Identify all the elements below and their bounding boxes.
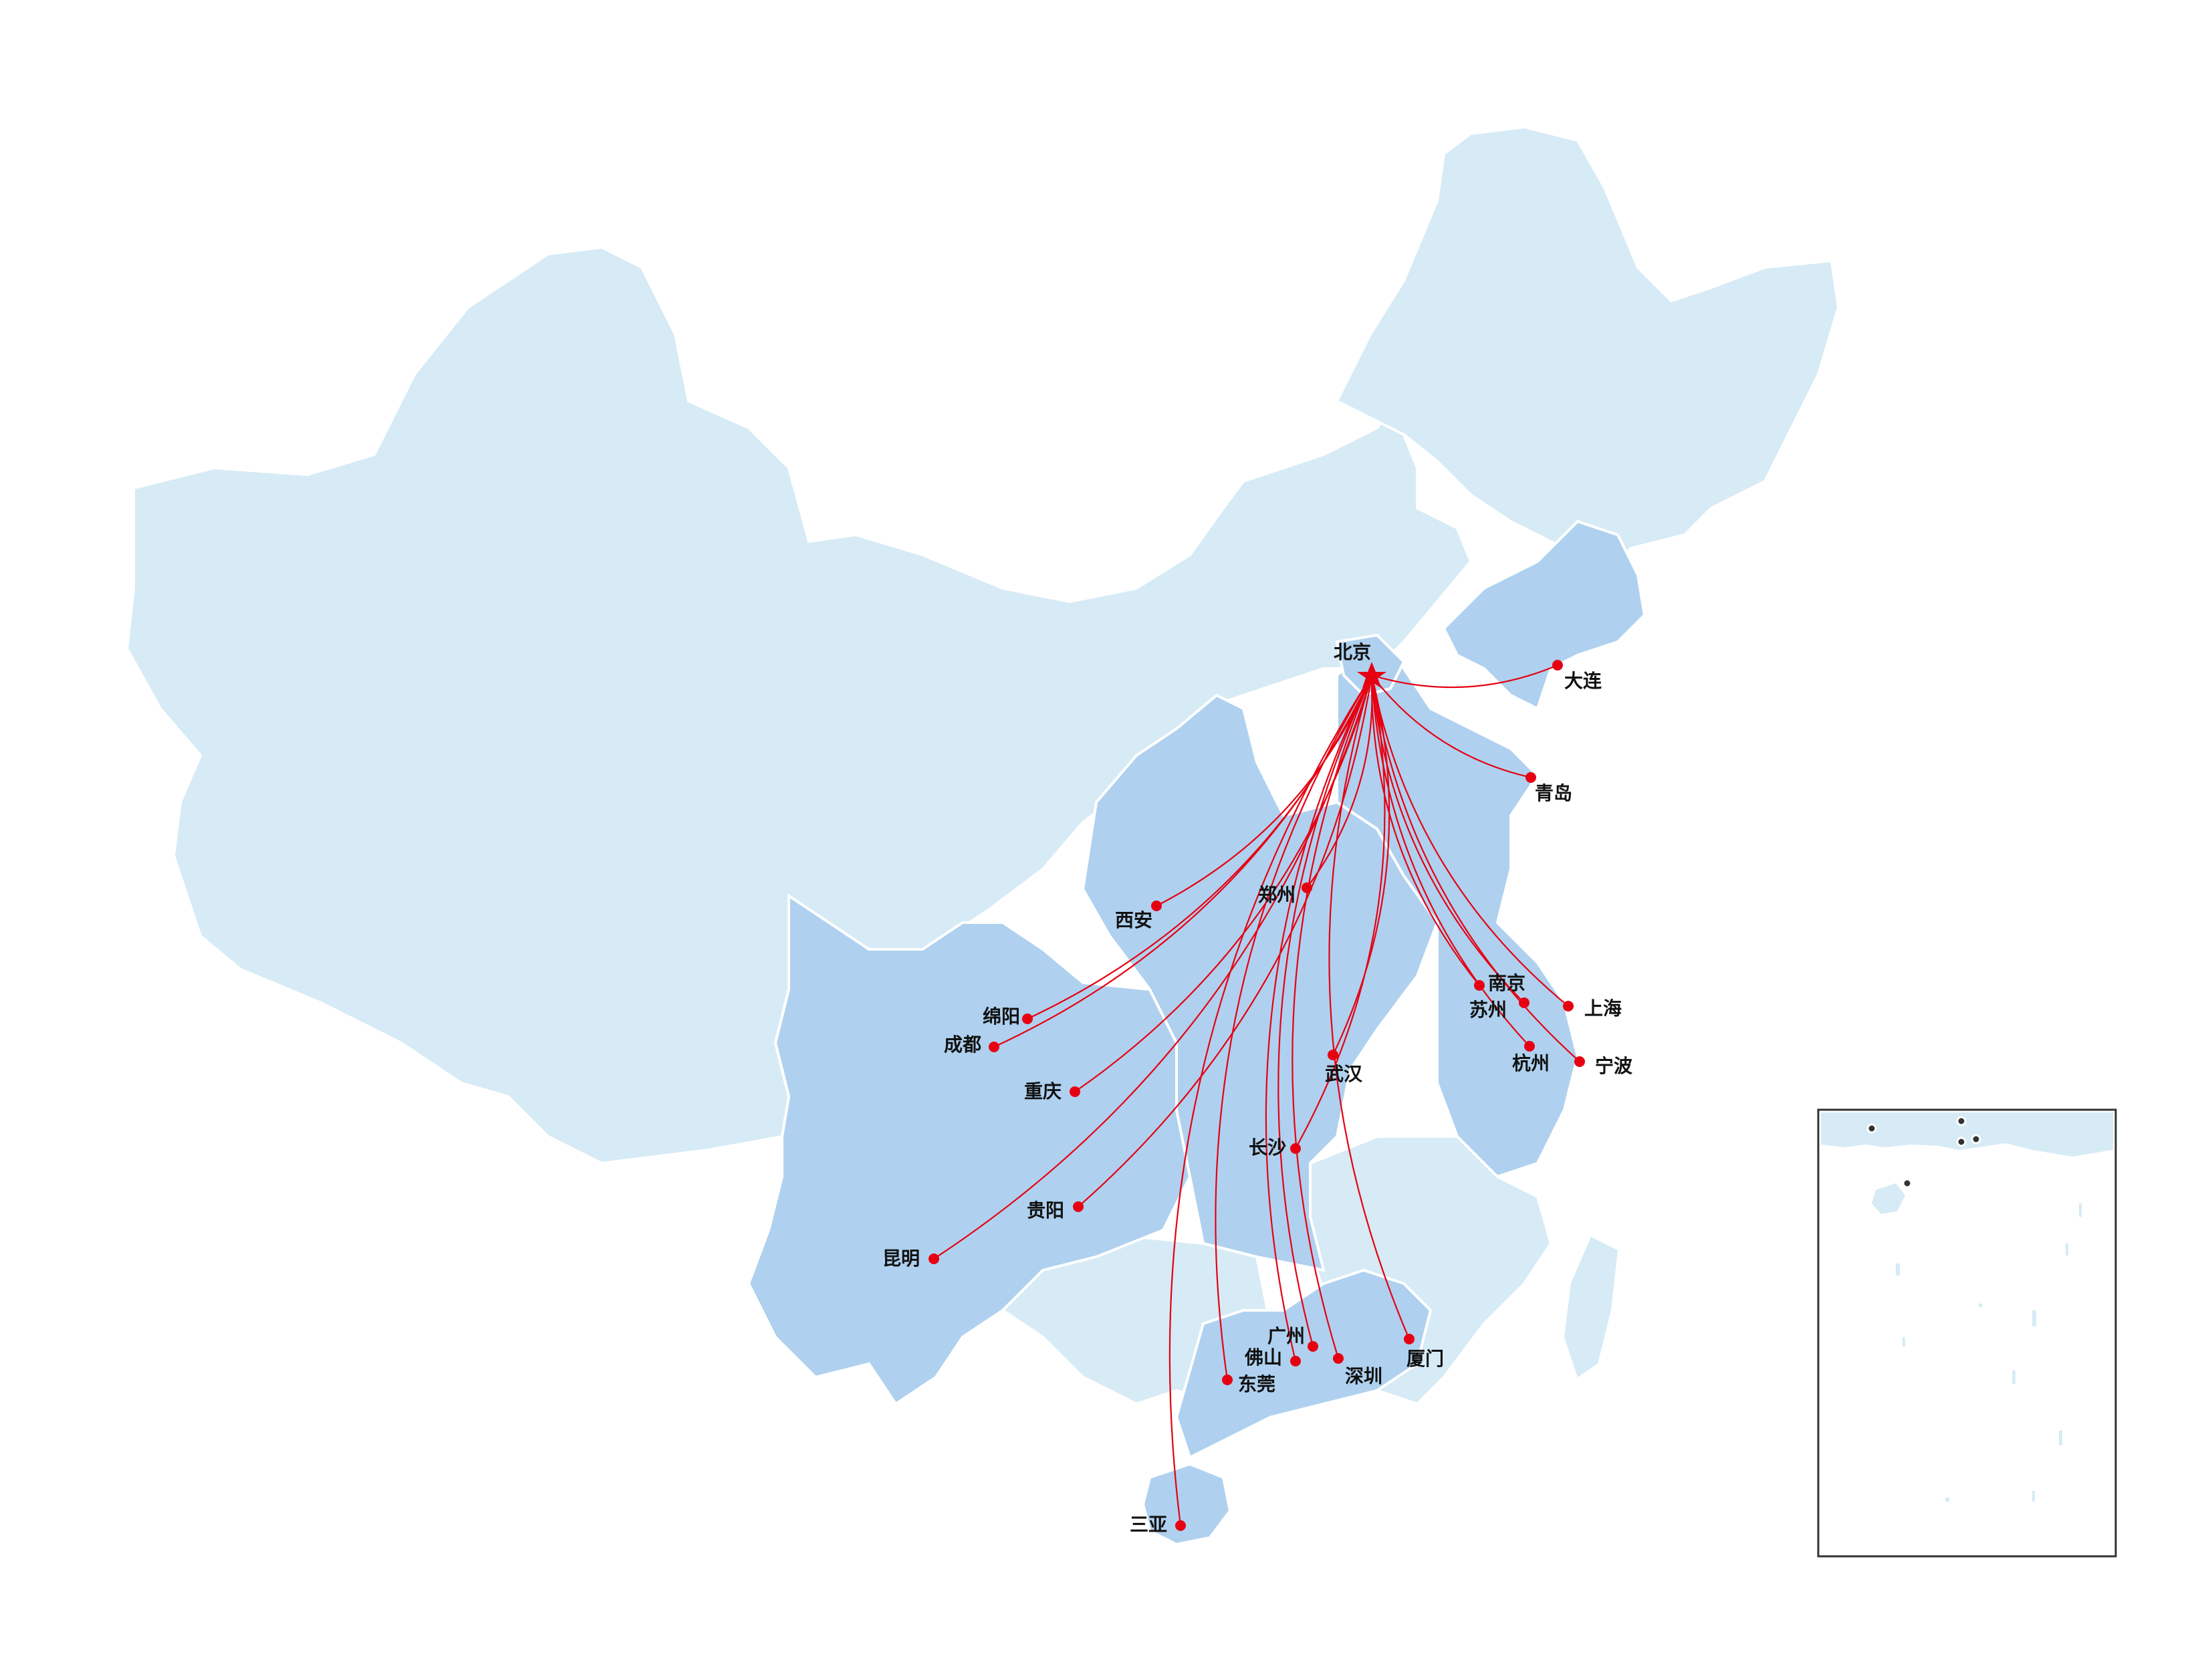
inset-hainan (1872, 1183, 1905, 1214)
inset-city-dot (1956, 1116, 1967, 1126)
region-hainan (1141, 1462, 1232, 1546)
city-dot-nanjing (1474, 980, 1485, 991)
route-lines (933, 664, 1580, 1526)
inset-city-dot (1956, 1136, 1967, 1147)
city-label-xiamen: 厦门 (1406, 1348, 1444, 1370)
city-label-kunming: 昆明 (882, 1247, 920, 1270)
region-central (1081, 693, 1439, 1272)
route-foshan (1265, 675, 1372, 1362)
route-changsha (1295, 675, 1386, 1149)
city-dot-sanya (1175, 1520, 1186, 1531)
city-label-mianyang: 绵阳 (983, 1005, 1020, 1028)
route-dalian (1371, 664, 1558, 689)
city-dot-xian (1151, 901, 1162, 911)
land-served-regions (747, 519, 1646, 1546)
city-dot-changsha (1290, 1143, 1301, 1154)
city-dot-foshan (1290, 1356, 1301, 1366)
city-dot-hangzhou (1524, 1041, 1535, 1052)
city-dot-zhengzhou (1302, 882, 1312, 893)
land-light-regions (125, 125, 1840, 1406)
region-east (1336, 640, 1580, 1179)
route-suzhou (1370, 675, 1525, 1003)
inset-city-dot (1902, 1178, 1913, 1189)
city-label-shenzhen: 深圳 (1345, 1365, 1382, 1387)
route-shenzhen (1292, 675, 1373, 1359)
inset-frame (1817, 1108, 2117, 1558)
city-label-ningbo: 宁波 (1595, 1055, 1633, 1077)
city-dot-shanghai (1563, 1001, 1574, 1011)
city-label-nanjing: 南京 (1488, 972, 1525, 994)
route-qingdao (1371, 675, 1531, 779)
inset-islands (1896, 1203, 2082, 1502)
city-dot-mianyang (1022, 1013, 1033, 1024)
region-liaoning (1442, 519, 1646, 711)
city-label-dongguan: 东莞 (1238, 1373, 1275, 1395)
city-label-zhengzhou: 郑州 (1258, 884, 1296, 906)
region-southwest (747, 893, 1192, 1406)
city-label-wuhan: 武汉 (1325, 1063, 1363, 1085)
city-dot-dongguan (1222, 1374, 1233, 1385)
city-dot-suzhou (1519, 997, 1529, 1008)
city-dot-dalian (1552, 660, 1563, 671)
city-label-dalian: 大连 (1564, 670, 1602, 692)
hub-label: 北京 (1334, 641, 1371, 663)
city-dot-shenzhen (1333, 1353, 1344, 1364)
city-label-chengdu: 成都 (944, 1034, 981, 1056)
route-shanghai (1370, 675, 1569, 1007)
south-china-sea-inset (1817, 1108, 2117, 1558)
city-dot-ningbo (1574, 1056, 1585, 1067)
route-guiyang (1078, 675, 1373, 1207)
city-dot-kunming (929, 1253, 939, 1264)
city-label-shanghai: 上海 (1584, 997, 1622, 1019)
city-label-foshan: 佛山 (1244, 1346, 1282, 1368)
city-label-chongqing: 重庆 (1024, 1080, 1062, 1102)
route-dongguan (1215, 675, 1372, 1381)
hub-beijing: 北京 (1334, 641, 1386, 688)
city-label-guiyang: 贵阳 (1027, 1199, 1064, 1221)
city-label-changsha: 长沙 (1249, 1136, 1286, 1159)
star-icon (1357, 662, 1386, 688)
inset-city-dot (1971, 1134, 1981, 1145)
inset-coast (1821, 1112, 2113, 1157)
route-chongqing (1074, 675, 1373, 1092)
city-dot-xiamen (1404, 1334, 1415, 1344)
region-taiwan (1564, 1237, 1618, 1377)
city-label-xian: 西安 (1115, 909, 1152, 931)
route-nanjing (1370, 675, 1480, 986)
route-wuhan (1332, 675, 1390, 1056)
city-label-qingdao: 青岛 (1535, 782, 1572, 804)
route-xiamen (1328, 675, 1410, 1340)
region-northeast (1335, 125, 1840, 577)
city-dot-chengdu (989, 1042, 999, 1052)
inset-city-dot (1866, 1123, 1877, 1134)
city-dot-guiyang (1073, 1201, 1084, 1212)
city-label-hangzhou: 杭州 (1512, 1052, 1550, 1074)
city-dot-qingdao (1525, 772, 1536, 783)
region-northwest (125, 245, 1473, 1165)
city-dot-guangzhou (1308, 1341, 1318, 1352)
city-label-guangzhou: 广州 (1267, 1325, 1305, 1347)
route-sanya (1169, 675, 1372, 1526)
city-label-sanya: 三亚 (1130, 1514, 1167, 1536)
city-label-suzhou: 苏州 (1469, 999, 1507, 1021)
route-guangzhou (1277, 675, 1372, 1347)
city-dot-wuhan (1328, 1050, 1338, 1060)
route-hangzhou (1370, 675, 1530, 1047)
route-chengdu (993, 675, 1372, 1048)
region-guangdong (1175, 1268, 1433, 1459)
city-dot-chongqing (1070, 1086, 1080, 1097)
